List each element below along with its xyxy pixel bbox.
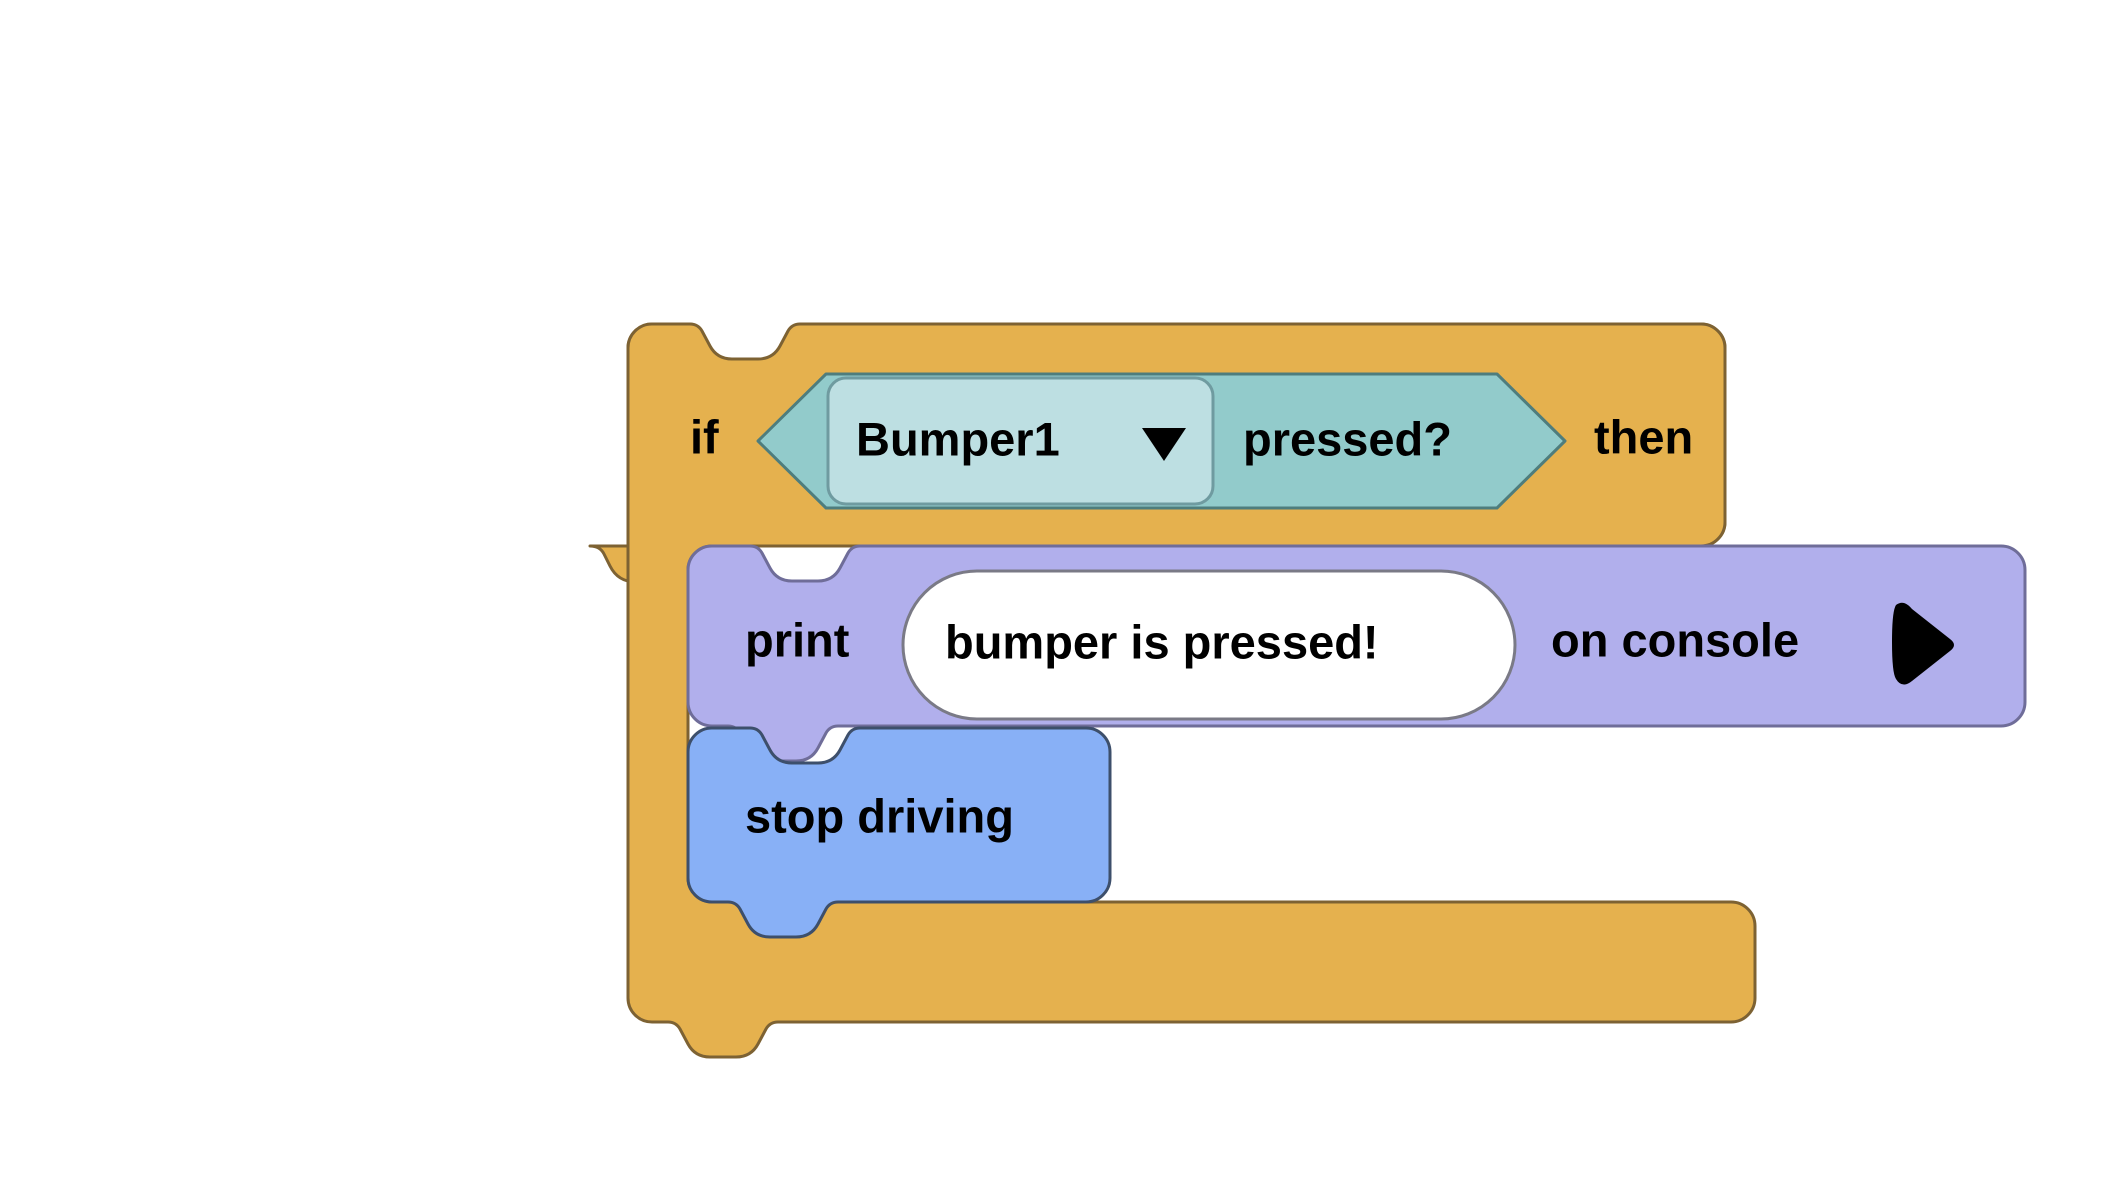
chevron-down-icon[interactable] — [1142, 428, 1186, 461]
print-text-field-bg[interactable] — [901, 569, 1517, 721]
print-text-field[interactable]: bumper is pressed! — [901, 569, 1517, 721]
on-console-label: on console — [1551, 613, 1799, 666]
print-on-console-block[interactable]: print bumper is pressed! on console — [686, 544, 2027, 763]
condition-suffix-label: pressed? — [1243, 412, 1452, 465]
stop-driving-outline[interactable] — [686, 726, 1112, 939]
then-label: then — [1594, 410, 1693, 463]
bumper-pressed-condition[interactable]: Bumper1 pressed? — [756, 372, 1567, 510]
bumper-dropdown-bg[interactable] — [826, 376, 1215, 506]
if-label: if — [690, 410, 719, 463]
stop-driving-block[interactable]: stop driving — [686, 726, 1112, 939]
bumper-dropdown[interactable]: Bumper1 — [826, 376, 1215, 506]
stop-driving-label: stop driving — [745, 789, 1014, 842]
print-text-field-value: bumper is pressed! — [945, 615, 1379, 668]
print-label: print — [745, 613, 850, 666]
play-triangle-icon[interactable] — [1892, 602, 1954, 685]
bumper-dropdown-label: Bumper1 — [856, 412, 1060, 465]
